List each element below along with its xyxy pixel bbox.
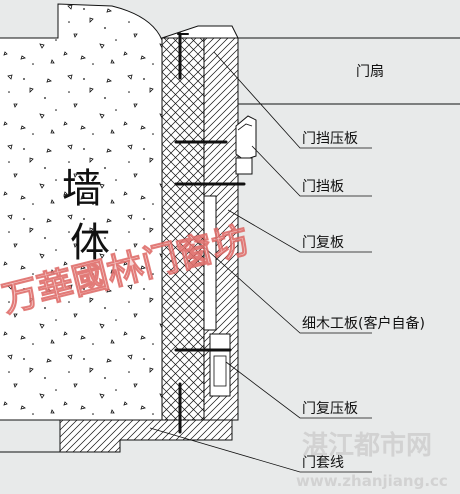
watermark-site-cn: 湛江都市网: [302, 430, 432, 461]
label-blockboard: 细木工板(客户自备): [302, 315, 425, 332]
wall-label-char-2: 体: [70, 220, 110, 266]
label-door-leaf: 门扇: [356, 64, 384, 80]
blockboard: [161, 37, 205, 421]
watermark-site-url: www.zhanjiang.cc: [296, 472, 448, 490]
label-door-stop-cover: 门挡压板: [302, 131, 358, 147]
leader-lines: [149, 51, 372, 473]
door-facing-board: [203, 37, 239, 421]
door-leaf: [238, 37, 460, 105]
label-door-casing: 门套线: [302, 455, 344, 471]
screws: [174, 32, 246, 434]
wall: 墙 体: [0, 3, 163, 421]
wall-label-char-1: 墙: [62, 166, 102, 212]
label-door-facing: 门复板: [302, 234, 344, 251]
label-door-stop: 门挡板: [302, 179, 344, 195]
label-door-facing-cover: 门复压板: [302, 400, 358, 417]
